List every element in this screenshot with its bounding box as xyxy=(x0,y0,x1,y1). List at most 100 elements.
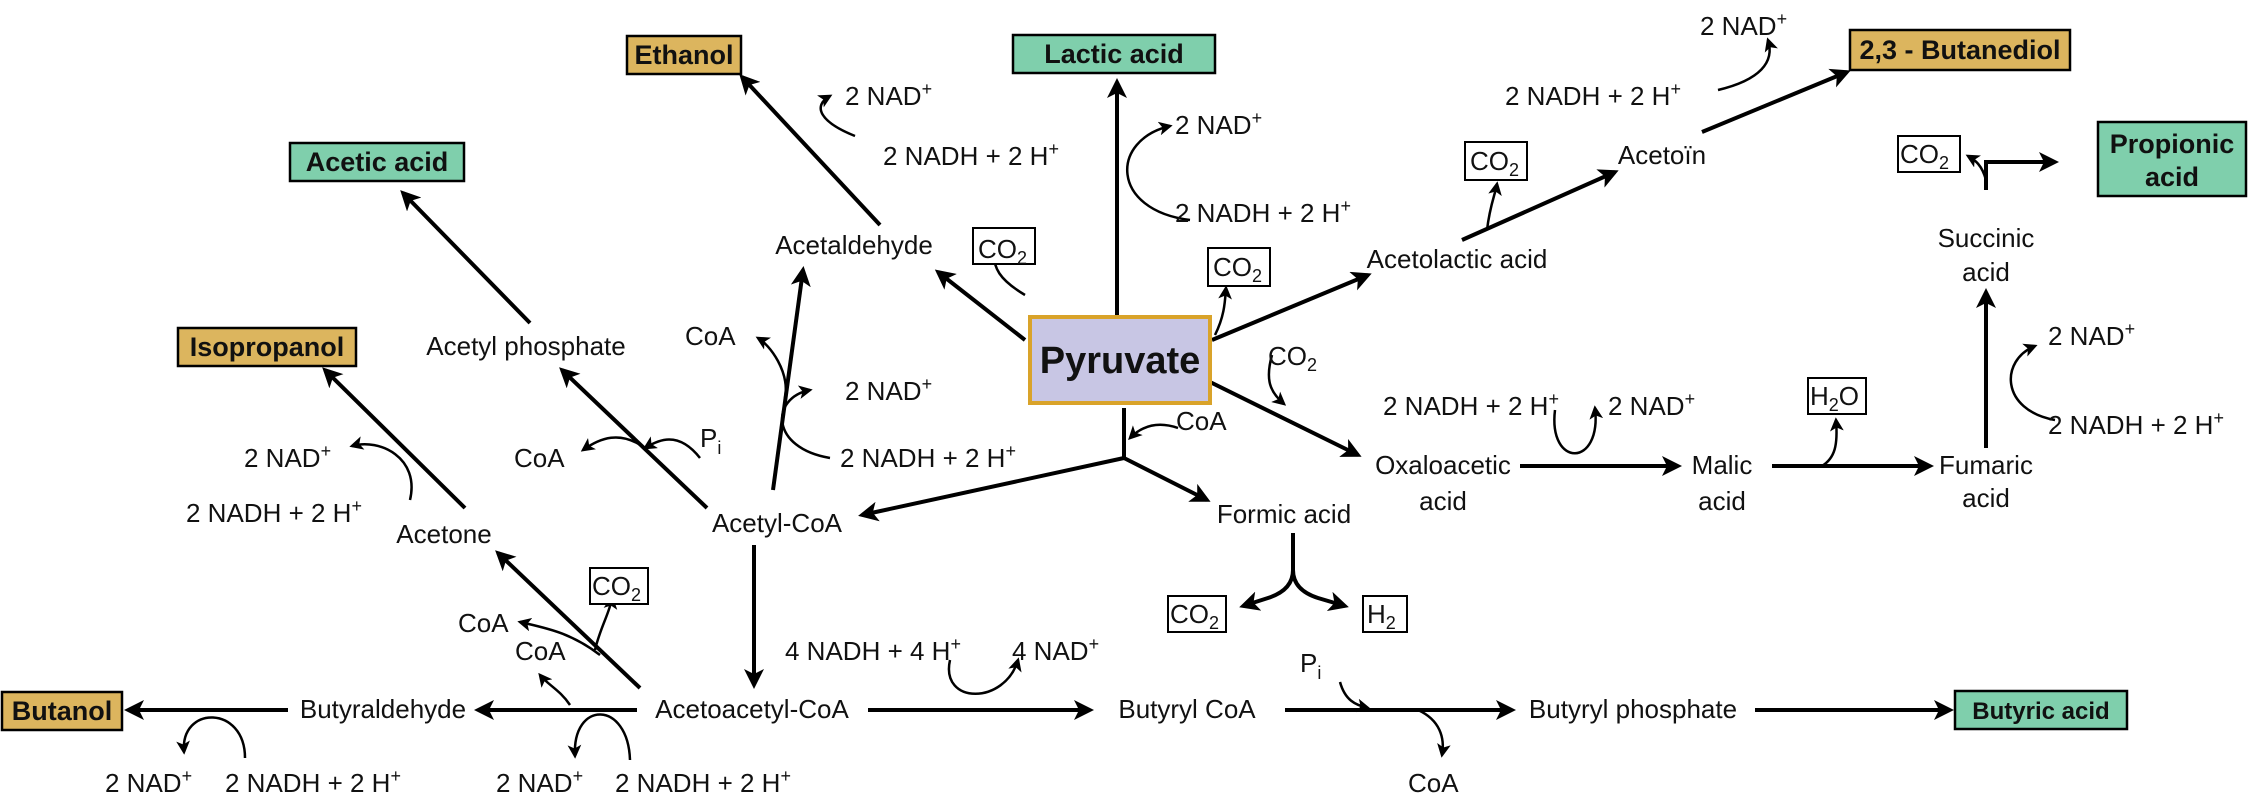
curve-butyrylphosphate-coa xyxy=(1417,708,1451,758)
curve-butanol-nadh xyxy=(176,716,247,759)
curve-acetylcoa-nadh xyxy=(780,385,831,460)
svg-text:Oxaloacetic: Oxaloacetic xyxy=(1375,450,1511,480)
nadh-malic: 2 NADH + 2 H+ xyxy=(1383,389,1559,421)
svg-text:CO2: CO2 xyxy=(1900,139,1949,173)
co2-box-acetaldehyde: CO2 xyxy=(972,227,1036,268)
co2-box-propionic: CO2 xyxy=(1897,135,1961,173)
arrow-pyruvate-to-acetaldehyde xyxy=(934,269,1027,342)
nad-acetaldehyde: 2 NAD+ xyxy=(845,374,932,406)
co2-box-acetoin: CO2 xyxy=(1464,141,1528,181)
acetaldehyde-label: Acetaldehyde xyxy=(775,230,933,260)
h2o-box-fumaric: H2O xyxy=(1807,377,1867,415)
svg-text:Fumaric: Fumaric xyxy=(1939,450,2033,480)
svg-text:acid: acid xyxy=(1698,486,1746,516)
svg-text:Acetic acid: Acetic acid xyxy=(306,147,449,177)
svg-text:Succinic: Succinic xyxy=(1938,223,2035,253)
acetone-label: Acetone xyxy=(396,519,491,549)
arrow-acetoin-to-butanediol xyxy=(1701,68,1851,134)
acetyl-coa-label: Acetyl-CoA xyxy=(712,508,843,538)
co2-box-acetone: CO2 xyxy=(589,567,649,605)
fumaric-acid-label: Fumaric acid xyxy=(1939,450,2033,513)
svg-text:Isopropanol: Isopropanol xyxy=(190,332,345,362)
nadh-ethanol: 2 NADH + 2 H+ xyxy=(883,139,1059,171)
coa-formic: CoA xyxy=(1176,406,1227,436)
nad-butanol: 2 NAD+ xyxy=(105,766,192,798)
product-ethanol: Ethanol xyxy=(625,34,743,76)
product-isopropanol: Isopropanol xyxy=(176,326,358,368)
nad-succinic: 2 NAD+ xyxy=(2048,319,2135,351)
curve-acetylphosphate-coa xyxy=(580,436,646,452)
coa-butyraldehyde: CoA xyxy=(515,636,566,666)
curve-lactic-nadh xyxy=(1125,121,1191,222)
curve-butyraldehyde-nadh xyxy=(567,713,632,761)
h2-box-formic: H2 xyxy=(1362,595,1408,633)
curve-fumaric-h2o xyxy=(1821,417,1844,468)
svg-text:CO2: CO2 xyxy=(1213,252,1262,286)
curve-malic-nadh xyxy=(1553,405,1604,455)
acetoin-label: Acetoïn xyxy=(1618,140,1706,170)
nadh-butyrylcoa: 4 NADH + 4 H+ xyxy=(785,634,961,666)
arrow-acetoacetylcoa-to-acetone xyxy=(495,550,642,690)
nad-malic: 2 NAD+ xyxy=(1608,389,1695,421)
svg-text:CO2: CO2 xyxy=(1170,599,1219,633)
svg-text:Butanol: Butanol xyxy=(12,696,113,726)
coa-acetaldehyde: CoA xyxy=(685,321,736,351)
nad-ethanol: 2 NAD+ xyxy=(845,79,932,111)
svg-text:H2: H2 xyxy=(1367,599,1396,633)
acetolactic-acid-label: Acetolactic acid xyxy=(1367,244,1548,274)
svg-text:acid: acid xyxy=(2145,162,2199,192)
oxaloacetic-acid-label: Oxaloacetic acid xyxy=(1375,450,1511,516)
pi-butyrylphosphate: Pi xyxy=(1300,648,1321,683)
arrow-acetylcoa-to-acetaldehyde xyxy=(771,266,811,491)
svg-text:CO2: CO2 xyxy=(978,234,1027,268)
curve-isopropanol-nadh xyxy=(349,436,413,501)
nadh-acetaldehyde: 2 NADH + 2 H+ xyxy=(840,441,1016,473)
curve-oxaloacetic-co2 xyxy=(1267,354,1287,406)
succinic-acid-label: Succinic acid xyxy=(1938,223,2035,287)
arrow-succinic-to-propionic xyxy=(1984,152,2059,190)
curve-acetoin-co2 xyxy=(1485,181,1502,231)
nad-isopropanol: 2 NAD+ xyxy=(244,441,331,473)
curve-butanediol-nadh xyxy=(1717,37,1778,92)
svg-text:Ethanol: Ethanol xyxy=(635,40,734,70)
product-boxes: Ethanol Lactic acid 2,3 - Butanediol Ace… xyxy=(0,28,2248,732)
product-butyric-acid: Butyric acid xyxy=(1953,689,2129,731)
nadh-butanediol: 2 NADH + 2 H+ xyxy=(1505,79,1681,111)
curve-ethanol-nadh xyxy=(817,94,856,138)
svg-text:Propionic: Propionic xyxy=(2110,129,2235,159)
arrow-pyruvate-to-oxaloacetic xyxy=(1209,380,1362,457)
acetyl-phosphate-label: Acetyl phosphate xyxy=(426,331,625,361)
nad-lactic: 2 NAD+ xyxy=(1175,108,1262,140)
svg-text:Butyric acid: Butyric acid xyxy=(1972,698,2109,725)
butyryl-phosphate-label: Butyryl phosphate xyxy=(1529,694,1737,724)
curve-acetone-coa xyxy=(517,617,601,656)
nad-butanediol: 2 NAD+ xyxy=(1700,9,1787,41)
product-butanol: Butanol xyxy=(0,690,124,732)
svg-text:acid: acid xyxy=(1962,257,2010,287)
curve-butyrylcoa-nadh xyxy=(947,657,1022,695)
nadh-succinic: 2 NADH + 2 H+ xyxy=(2048,408,2224,440)
formic-acid-label: Formic acid xyxy=(1217,499,1351,529)
co2-oxaloacetic: CO2 xyxy=(1268,341,1317,375)
nad-butyrylcoa: 4 NAD+ xyxy=(1012,634,1099,666)
acetoacetyl-coa-label: Acetoacetyl-CoA xyxy=(655,694,849,724)
co2-box-acetolactic: CO2 xyxy=(1207,247,1271,287)
coa-acetone: CoA xyxy=(458,608,509,638)
arrow-formic-to-co2 xyxy=(1239,533,1295,611)
pi-acetylphosphate: Pi xyxy=(700,423,721,458)
curve-butyraldehyde-coa xyxy=(538,672,572,706)
curve-propionic-co2 xyxy=(1965,154,1988,181)
cofactor-labels: 2 NAD+ 2 NADH + 2 H+ 2 NAD+ 2 NADH + 2 H… xyxy=(105,9,2224,798)
curve-butyrylphosphate-pi xyxy=(1338,681,1371,713)
co2-box-formic: CO2 xyxy=(1167,595,1227,633)
pyruvate-node: Pyruvate xyxy=(1028,315,1212,405)
arrow-pyruvate-to-acetylcoa xyxy=(858,456,1125,522)
intermediates: Acetaldehyde Acetolactic acid Acetoïn Ac… xyxy=(300,140,2035,724)
curve-acetylcoa-coa xyxy=(755,336,788,399)
svg-text:CO2: CO2 xyxy=(592,571,641,605)
product-acetic-acid: Acetic acid xyxy=(288,141,466,183)
svg-text:CO2: CO2 xyxy=(1470,146,1519,180)
pyruvate-label: Pyruvate xyxy=(1040,340,1201,382)
product-butanediol: 2,3 - Butanediol xyxy=(1848,28,2072,72)
